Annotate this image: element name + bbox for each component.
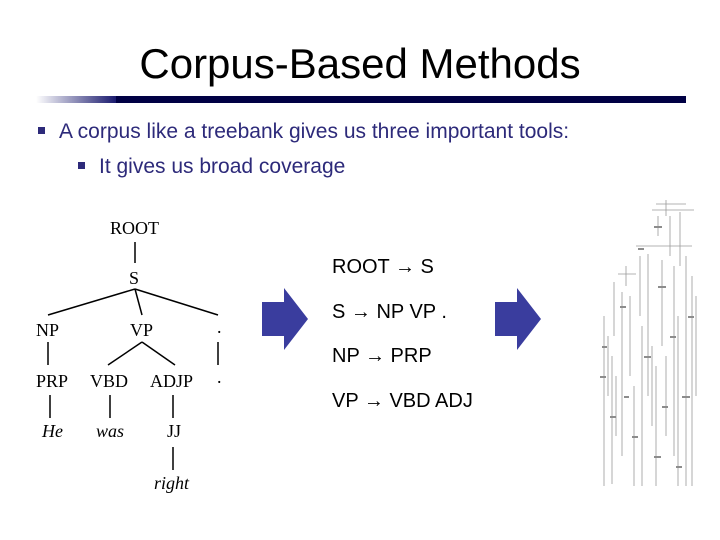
tree-node-jj: JJ <box>167 421 181 441</box>
rule-rhs: VBD ADJ <box>389 390 473 412</box>
bullet-level-2: It gives us broad coverage <box>78 155 345 179</box>
rule-lhs: ROOT <box>332 256 390 278</box>
rule-arrow-icon: → <box>364 345 385 367</box>
tree-edges <box>47 242 219 470</box>
title-underline <box>36 96 686 103</box>
right-arrow-icon <box>495 288 541 350</box>
slide-title: Corpus-Based Methods <box>139 40 581 87</box>
grammar-rule: NP → PRP <box>332 345 432 368</box>
rule-arrow-icon: → <box>394 256 415 278</box>
rule-rhs: S <box>420 256 434 278</box>
bullet-level-1: A corpus like a treebank gives us three … <box>38 120 569 144</box>
tree-leaf-he: He <box>41 421 63 441</box>
parse-tree-diagram: ROOT S NP VP . PRP VBD ADJP . He was JJ … <box>36 218 222 493</box>
bullet-square-icon <box>78 161 85 169</box>
tree-node-punct-2: . <box>217 367 222 387</box>
title-underline-bar <box>116 96 686 103</box>
right-arrow-icon <box>262 288 308 350</box>
tree-node-np: NP <box>36 320 59 340</box>
bullet-text-1: A corpus like a treebank gives us three … <box>59 120 570 143</box>
bullet-text-2: It gives us broad coverage <box>99 155 346 178</box>
rule-lhs: VP <box>332 390 359 412</box>
rule-arrow-icon: → <box>350 301 371 323</box>
tree-node-vp: VP <box>130 320 153 340</box>
treebank-thumbnail-icon <box>596 196 700 490</box>
rule-arrow-icon: → <box>363 390 384 412</box>
tree-leaf-right: right <box>154 473 190 493</box>
tree-node-root: ROOT <box>110 218 159 238</box>
grammar-rule: S → NP VP . <box>332 301 447 324</box>
bullet-square-icon <box>38 126 45 134</box>
rule-lhs: S <box>332 301 346 323</box>
tree-node-vbd: VBD <box>90 371 128 391</box>
rule-rhs: PRP <box>390 345 432 367</box>
grammar-rule: ROOT → S <box>332 256 434 279</box>
grammar-rule: VP → VBD ADJ <box>332 390 473 413</box>
rule-lhs: NP <box>332 345 360 367</box>
tree-node-punct: . <box>217 317 222 337</box>
rule-rhs: NP VP . <box>376 301 447 323</box>
tree-leaf-was: was <box>96 421 124 441</box>
tree-node-s: S <box>129 268 139 288</box>
tree-node-adjp: ADJP <box>150 371 193 391</box>
title-underline-fade <box>36 96 116 103</box>
tree-node-prp: PRP <box>36 371 68 391</box>
